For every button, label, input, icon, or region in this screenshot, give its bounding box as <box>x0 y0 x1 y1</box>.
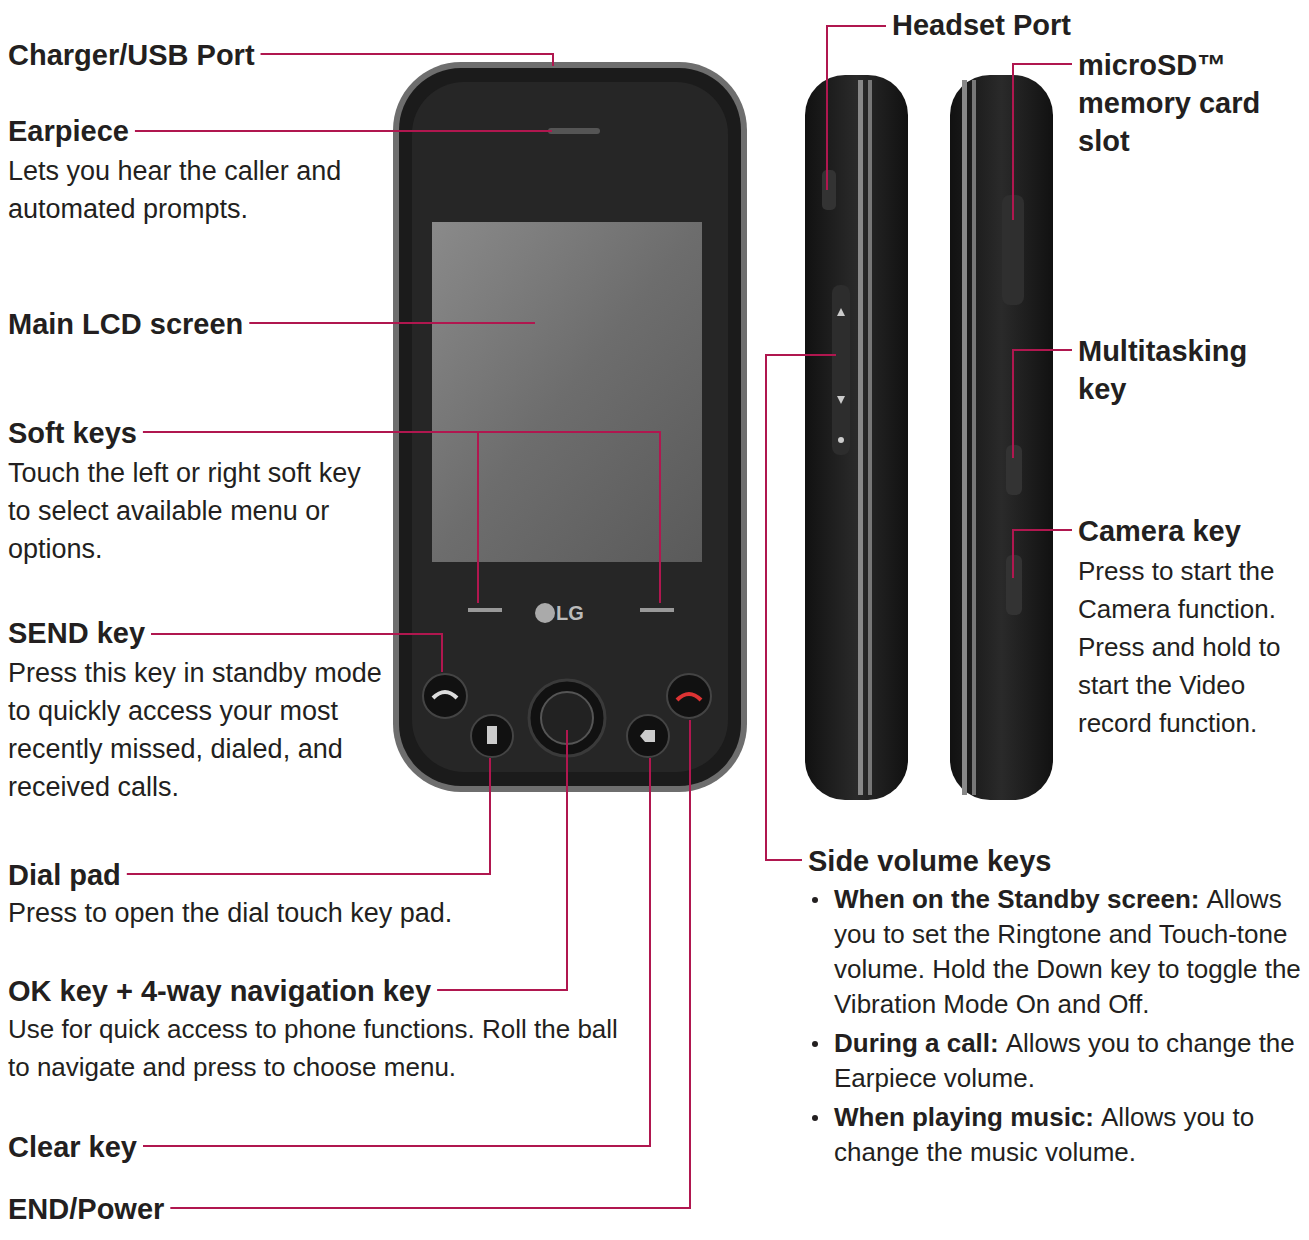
part-name: Dial pad <box>8 856 121 894</box>
part-name: Multitasking key <box>1078 332 1303 408</box>
part-description: Press to open the dial touch key pad. <box>8 894 618 932</box>
part-description: Touch the left or right soft key to sele… <box>8 454 380 568</box>
leader-line <box>827 26 886 190</box>
leader-line <box>766 355 836 860</box>
condition-label: When on the Standby screen: <box>834 884 1200 914</box>
part-name: Charger/USB Port <box>8 36 255 74</box>
part-description: Press this key in standby mode to quickl… <box>8 654 393 806</box>
part-name: Side volume keys <box>808 842 1051 880</box>
condition-label: During a call: <box>834 1028 999 1058</box>
leader-line <box>261 54 553 66</box>
part-name: Main LCD screen <box>8 305 243 343</box>
part-name: LG <box>556 599 584 627</box>
part-name: microSD™ memory card slot <box>1078 46 1303 160</box>
bullet-list: When on the Standby screen:Allows you to… <box>808 882 1302 1174</box>
part-name: OK key + 4-way navigation key <box>8 972 431 1010</box>
part-name: Clear key <box>8 1128 137 1166</box>
bullet-item: When on the Standby screen:Allows you to… <box>808 882 1302 1022</box>
part-description: Press to start the Camera function. Pres… <box>1078 552 1306 742</box>
bullet-item: During a call:Allows you to change the E… <box>808 1026 1302 1096</box>
part-description: Lets you hear the caller and automated p… <box>8 152 373 228</box>
leader-line <box>127 758 490 874</box>
leader-line <box>1013 64 1072 220</box>
leader-line <box>143 758 650 1146</box>
leader-line <box>1013 350 1072 458</box>
bullet-dot <box>812 897 818 903</box>
part-description: Use for quick access to phone functions.… <box>8 1010 633 1086</box>
part-name: Soft keys <box>8 414 137 452</box>
leader-line <box>437 730 567 990</box>
leader-line <box>249 322 535 324</box>
part-name: Earpiece <box>8 112 129 150</box>
bullet-dot <box>812 1041 818 1047</box>
part-name: END/Power <box>8 1190 164 1228</box>
part-name: Headset Port <box>892 6 1071 44</box>
leader-line <box>170 720 690 1208</box>
bullet-dot <box>812 1115 818 1121</box>
condition-label: When playing music: <box>834 1102 1094 1132</box>
part-name: SEND key <box>8 614 145 652</box>
leader-line <box>135 130 552 132</box>
bullet-item: When playing music:Allows you to change … <box>808 1100 1302 1170</box>
leader-line <box>1013 530 1072 578</box>
part-name: Camera key <box>1078 512 1303 550</box>
